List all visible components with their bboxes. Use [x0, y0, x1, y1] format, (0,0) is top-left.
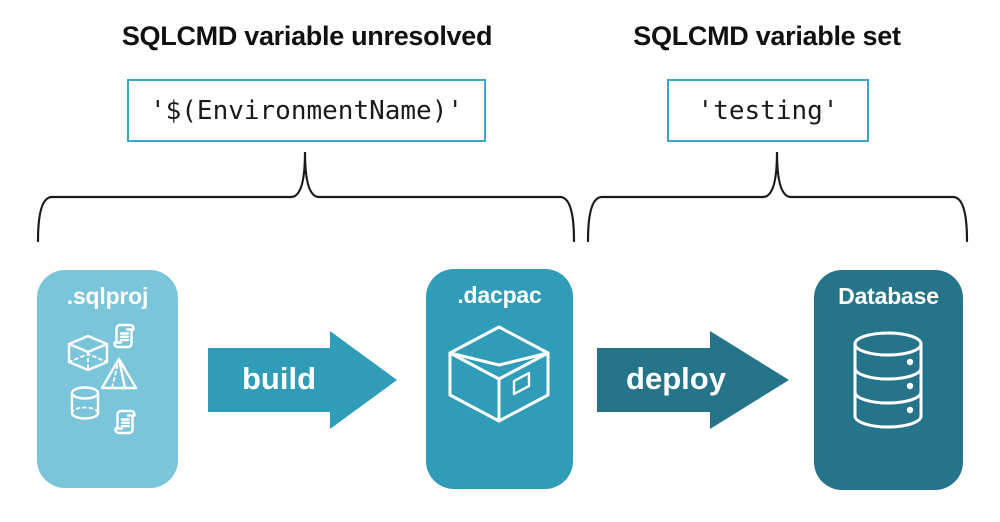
- sqlproj-objects-icons: [67, 323, 138, 435]
- scroll-icon: [113, 323, 135, 349]
- deploy-arrow-icon: [597, 331, 789, 429]
- package-icon: [448, 325, 550, 423]
- title-sqlcmd-unresolved: SQLCMD variable unresolved: [121, 21, 493, 51]
- dacpac-card-label: .dacpac: [457, 282, 542, 308]
- database-card-label: Database: [838, 283, 939, 309]
- deploy-arrow-label: deploy: [626, 361, 726, 396]
- database-card: Database: [814, 270, 963, 490]
- build-arrow-icon: [208, 331, 397, 429]
- dacpac-card: .dacpac: [426, 269, 573, 489]
- code-value-unresolved: '$(EnvironmentName)': [149, 95, 464, 126]
- pyramid-icon: [100, 357, 138, 390]
- cube-icon: [67, 334, 109, 372]
- sqlproj-card: .sqlproj: [37, 270, 178, 488]
- code-box-environment-variable: '$(EnvironmentName)': [127, 79, 486, 142]
- brace-left-icon: [36, 151, 576, 243]
- brace-right-icon: [586, 151, 969, 243]
- code-box-testing-value: 'testing': [667, 79, 869, 142]
- code-value-set: 'testing': [697, 95, 839, 126]
- title-sqlcmd-set: SQLCMD variable set: [633, 21, 901, 51]
- build-arrow-label: build: [241, 361, 317, 396]
- scroll-icon: [114, 409, 136, 435]
- sqlproj-card-label: .sqlproj: [66, 283, 149, 309]
- cylinder-icon: [70, 386, 100, 420]
- database-cylinder-icon: [853, 331, 923, 429]
